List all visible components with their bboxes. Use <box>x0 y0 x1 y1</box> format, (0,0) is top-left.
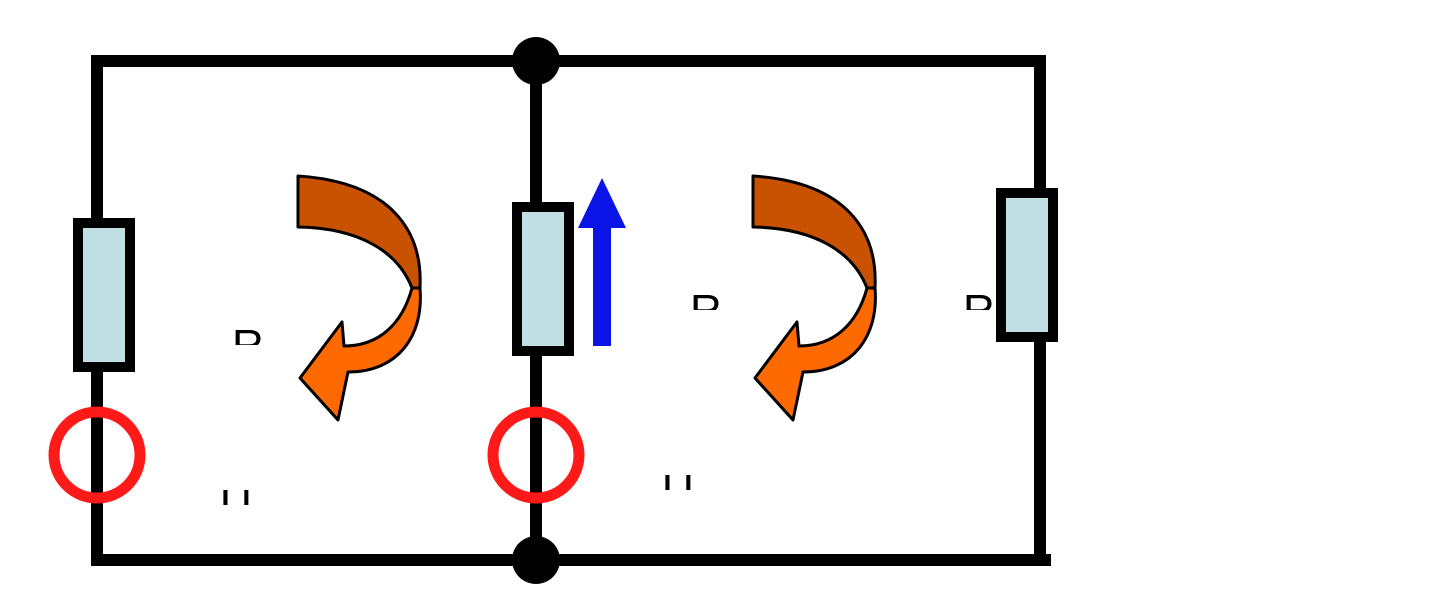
voltage-source-icon-left <box>48 406 146 504</box>
label-r2: R <box>690 286 722 335</box>
voltage-source-icon-middle <box>487 406 585 504</box>
node-dot-top <box>512 37 560 85</box>
resistor-right <box>996 188 1058 342</box>
label-u2: U <box>662 466 694 515</box>
resistor-left <box>73 218 135 372</box>
current-arrow-icon <box>578 178 626 346</box>
resistor-middle <box>512 202 574 356</box>
node-dot-bottom <box>512 536 560 584</box>
mesh-arrow-icon-right <box>751 174 877 422</box>
label-r3: R <box>963 286 995 335</box>
label-r1: R <box>232 321 264 370</box>
label-u1: U <box>220 481 252 530</box>
mesh-arrow-icon-left <box>296 174 422 422</box>
